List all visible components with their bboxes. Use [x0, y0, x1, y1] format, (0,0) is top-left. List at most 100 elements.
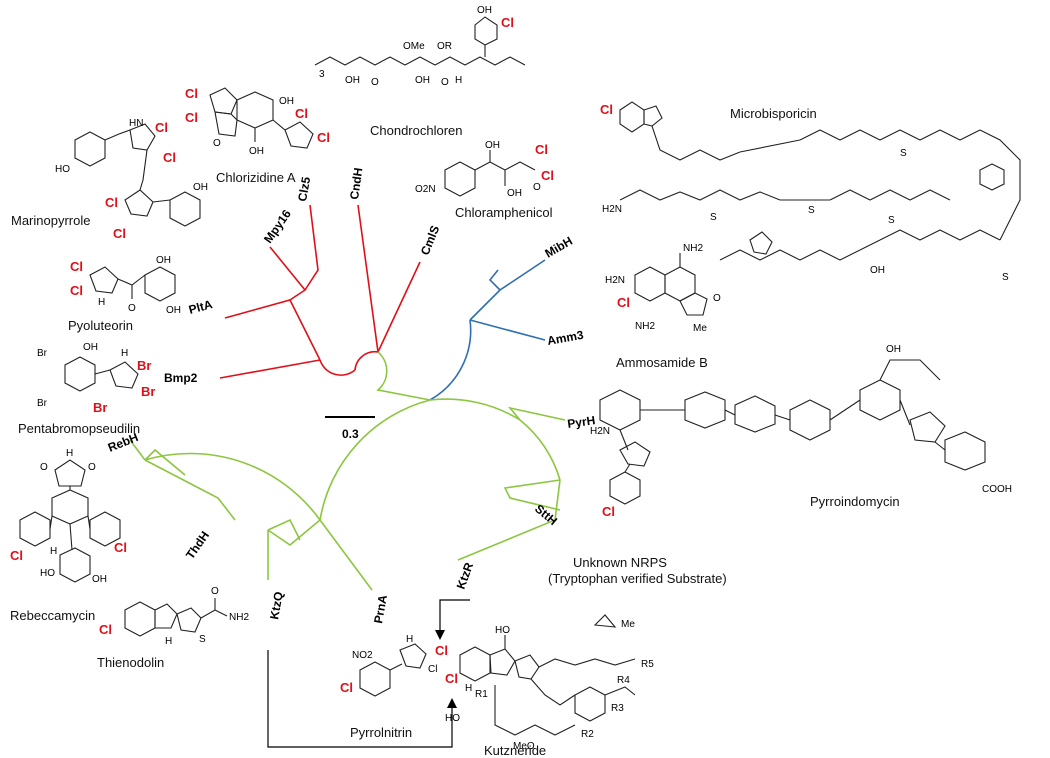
arrows-to-kutzneride: [267, 599, 470, 748]
pyrroindomycin-cooh: COOH: [982, 484, 1012, 495]
chondrochloren-or: OR: [437, 41, 452, 52]
pyrrolnitrin-no2: NO2: [352, 650, 373, 661]
chlorizidine-cl-4: Cl: [317, 130, 330, 145]
kutzneride-ho-2: HO: [445, 713, 460, 724]
microbisporicin-s-5: S: [1002, 272, 1009, 283]
phylogenetic-tree: [129, 204, 566, 591]
structure-pyrrolnitrin: NO2 H Cl Cl: [340, 634, 437, 697]
pyrrolnitrin-cl: Cl: [340, 680, 353, 695]
label-pyrroindomycin: Pyrroindomycin: [810, 494, 900, 509]
chlorizidine-oh-1: OH: [279, 96, 294, 107]
enzyme-bmp2: Bmp2: [164, 371, 198, 385]
label-pyoluteorin: Pyoluteorin: [68, 318, 133, 333]
enzyme-thdh: ThdH: [183, 529, 212, 562]
label-marinopyrrole: Marinopyrrole: [11, 213, 90, 228]
chondrochloren-o-1: O: [371, 77, 379, 88]
label-kutzneride: Kutzneride: [484, 743, 546, 758]
pentabromopseudilin-br-1: Br: [37, 348, 48, 359]
structure-pentabromopseudilin: Br Br OH H Br Br Br: [37, 342, 155, 415]
ammosamide-cl: Cl: [617, 295, 630, 310]
ammosamide-h2n: H2N: [605, 275, 625, 286]
pentabromopseudilin-br-5: Br: [93, 400, 107, 415]
clade-red: [219, 204, 421, 379]
label-thienodolin: Thienodolin: [97, 655, 164, 670]
rebeccamycin-h-top: H: [66, 448, 73, 459]
structure-rebeccamycin: O O H H Cl Cl HO OH: [10, 448, 127, 585]
label-rebeccamycin: Rebeccamycin: [10, 608, 95, 623]
structure-marinopyrrole: Cl Cl Cl Cl HN HO OH: [55, 118, 208, 241]
kutzneride-cl-1: Cl: [435, 643, 448, 658]
kutzneride-r1: R1: [475, 689, 488, 700]
enzyme-clz5: Clz5: [295, 175, 313, 202]
marinopyrrole-cl-1: Cl: [155, 120, 168, 135]
pyoluteorin-oh-2: OH: [166, 305, 181, 316]
kutzneride-me: Me: [621, 619, 635, 630]
kutzneride-r5: R5: [641, 659, 654, 670]
chlorizidine-cl-1: Cl: [185, 86, 198, 101]
thienodolin-s: S: [199, 634, 206, 645]
pentabromopseudilin-br-4: Br: [141, 384, 155, 399]
rebeccamycin-oh: OH: [92, 574, 107, 585]
kutzneride-r4: R4: [617, 675, 630, 686]
pyrrolnitrin-cl-black: Cl: [428, 664, 437, 675]
label-ammosamide: Ammosamide B: [616, 355, 708, 370]
structure-ammosamide: Cl NH2 H2N NH2 O Me: [605, 243, 721, 334]
enzyme-ktzq: KtzQ: [267, 591, 286, 621]
chondrochloren-sub3: 3: [319, 69, 325, 80]
pyoluteorin-oh-1: OH: [156, 255, 171, 266]
marinopyrrole-cl-4: Cl: [113, 226, 126, 241]
kutzneride-h: H: [465, 683, 472, 694]
kutzneride-cl-2: Cl: [445, 671, 458, 686]
microbisporicin-h2n: H2N: [602, 204, 622, 215]
clade-blue: [429, 259, 546, 401]
rebeccamycin-ho: HO: [40, 568, 55, 579]
label-chlorizidine: Chlorizidine A: [216, 170, 296, 185]
chlorizidine-o: O: [213, 138, 221, 149]
structure-microbisporicin: Cl S S S S S H2N OH: [600, 101, 1021, 283]
enzyme-plta: PltA: [187, 297, 214, 317]
structure-pyrroindomycin: OH COOH H2N Cl: [590, 344, 1012, 519]
pentabromopseudilin-oh: OH: [83, 342, 98, 353]
microbisporicin-s-2: S: [808, 205, 815, 216]
pyoluteorin-cl-2: Cl: [70, 283, 83, 298]
scale-bar-label: 0.3: [342, 427, 359, 441]
thienodolin-nh2: NH2: [229, 612, 249, 623]
rebeccamycin-o-1: O: [40, 462, 48, 473]
chondrochloren-cl: Cl: [501, 15, 514, 30]
structure-chlorizidine: Cl Cl Cl Cl OH OH O: [185, 86, 330, 157]
pyoluteorin-h: H: [98, 297, 105, 308]
pyrroindomycin-oh: OH: [886, 344, 901, 355]
pyrrolnitrin-h: H: [406, 634, 413, 645]
thienodolin-h: H: [165, 636, 172, 647]
marinopyrrole-ho: HO: [55, 164, 70, 175]
label-chloramphenicol: Chloramphenicol: [455, 205, 553, 220]
label-pyrrolnitrin: Pyrrolnitrin: [350, 725, 412, 740]
chloramphenicol-o2n: O2N: [415, 184, 436, 195]
chondrochloren-oh-top: OH: [477, 5, 492, 16]
rebeccamycin-cl-1: Cl: [10, 548, 23, 563]
chondrochloren-h: H: [455, 75, 462, 86]
kutzneride-ho: HO: [495, 625, 510, 636]
rebeccamycin-cl-2: Cl: [114, 540, 127, 555]
thienodolin-cl: Cl: [99, 622, 112, 637]
kutzneride-r2: R2: [581, 729, 594, 740]
ammosamide-o: O: [713, 293, 721, 304]
microbisporicin-s-3: S: [888, 215, 895, 226]
microbisporicin-s-4: S: [900, 148, 907, 159]
chloramphenicol-oh-1: OH: [485, 140, 500, 151]
chlorizidine-cl-2: Cl: [185, 110, 198, 125]
enzyme-labels: Clz5 CndH CmlS Mpy16 PltA Bmp2 MibH Amm3…: [106, 167, 596, 625]
chondrochloren-oh-2: OH: [415, 75, 430, 86]
clade-green: [129, 351, 566, 591]
pyrroindomycin-h2n: H2N: [590, 426, 610, 437]
enzyme-ktzr: KtzR: [454, 560, 477, 591]
label-microbisporicin: Microbisporicin: [730, 106, 817, 121]
structure-chloramphenicol: Cl Cl OH OH O2N O: [415, 140, 554, 199]
chondrochloren-o-2: O: [441, 77, 449, 88]
microbisporicin-s-1: S: [710, 212, 717, 223]
label-chondrochloren: Chondrochloren: [370, 123, 463, 138]
chloramphenicol-cl-1: Cl: [535, 142, 548, 157]
enzyme-amm3: Amm3: [546, 328, 585, 348]
kutzneride-r3: R3: [611, 703, 624, 714]
